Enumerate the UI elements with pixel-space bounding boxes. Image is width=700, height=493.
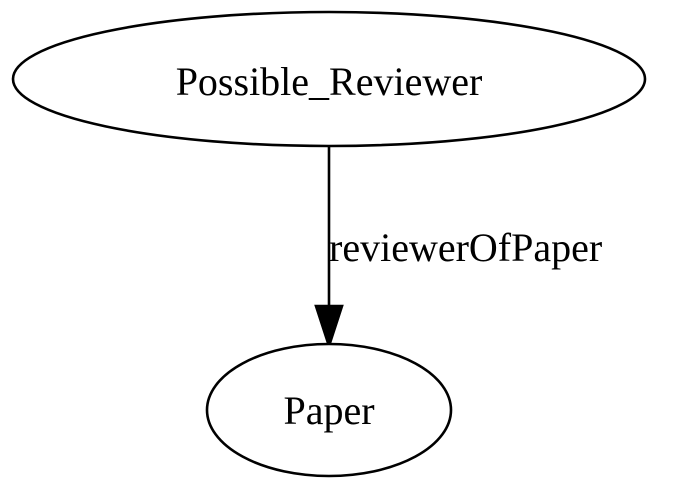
node-paper-label: Paper <box>283 388 374 433</box>
edge-label: reviewerOfPaper <box>329 225 602 270</box>
node-paper: Paper <box>205 342 453 478</box>
node-possible-reviewer: Possible_Reviewer <box>11 10 647 148</box>
edge-reviewer-of-paper: reviewerOfPaper <box>314 146 602 351</box>
edge-arrowhead <box>314 304 344 351</box>
node-possible-reviewer-label: Possible_Reviewer <box>176 59 483 104</box>
node-paper-shape <box>205 342 453 478</box>
